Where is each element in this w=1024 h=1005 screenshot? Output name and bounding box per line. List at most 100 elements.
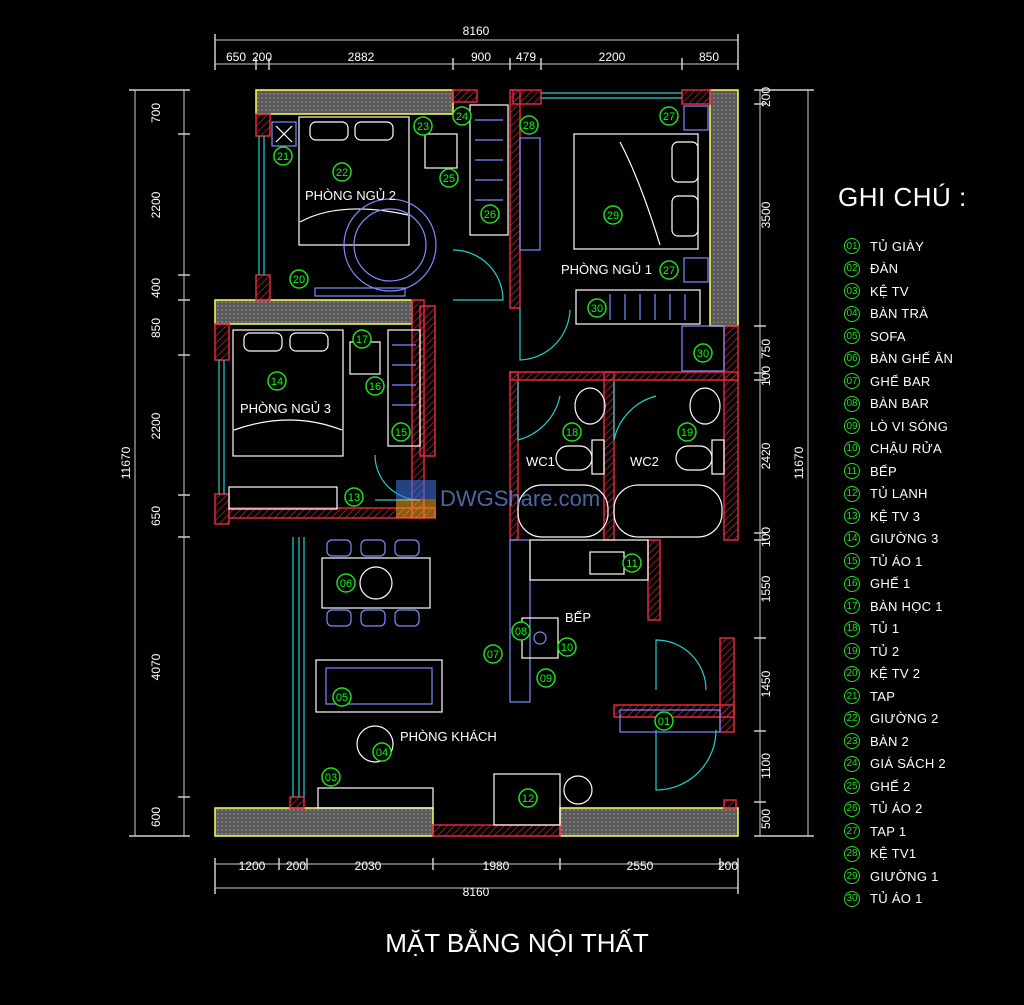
svg-text:25: 25 [443, 173, 455, 185]
legend-item: 25 GHẾ 2 [838, 775, 1018, 798]
room-label-living: PHÒNG KHÁCH [400, 729, 497, 744]
dim-bottom: 2550 [627, 859, 654, 873]
legend-item-number: 07 [844, 373, 860, 390]
outer-walls [214, 89, 739, 837]
dim-right: 1450 [759, 670, 773, 697]
legend-item-number: 01 [844, 238, 860, 255]
svg-text:17: 17 [356, 334, 368, 346]
room-label-bedroom1: PHÒNG NGỦ 1 [561, 262, 652, 277]
furniture [228, 104, 725, 826]
svg-text:09: 09 [540, 673, 552, 685]
svg-text:18: 18 [566, 427, 578, 439]
room-label-wc1: WC1 [526, 454, 555, 469]
tag-04: 04 [372, 742, 392, 762]
tag-28: 28 [519, 115, 539, 135]
legend-item-label: GIÁ SÁCH 2 [870, 756, 946, 772]
legend-item-label: SOFA [870, 328, 906, 344]
dim-top: 650 [226, 50, 246, 64]
legend-item-label: TỦ ÁO 1 [870, 553, 923, 569]
red-walls [214, 89, 739, 837]
dim-top: 2200 [599, 50, 626, 64]
tag-11: 11 [622, 553, 642, 573]
tag-05: 05 [332, 687, 352, 707]
tag-27b: 27 [659, 260, 679, 280]
svg-text:11: 11 [626, 558, 637, 570]
legend-item-label: TAP 1 [870, 823, 907, 839]
svg-text:24: 24 [456, 111, 468, 123]
svg-text:27: 27 [663, 111, 675, 123]
dim-bottom: 200 [718, 859, 738, 873]
tag-24: 24 [452, 106, 472, 126]
dim-top: 2882 [348, 50, 375, 64]
tag-10: 10 [557, 637, 577, 657]
room-label-bedroom2: PHÒNG NGỦ 2 [305, 188, 396, 203]
dim-left: 650 [149, 506, 163, 526]
dim-left-total: 11670 [119, 446, 133, 479]
dim-left: 2200 [149, 191, 163, 218]
tag-23: 23 [413, 116, 433, 136]
legend-item-number: 11 [844, 463, 860, 480]
dim-bottom-total: 8160 [463, 885, 490, 899]
legend-item-number: 17 [844, 598, 860, 615]
legend-item: 28 KỆ TV1 [838, 843, 1018, 866]
dim-right: 100 [759, 527, 773, 547]
dim-top-total: 8160 [463, 24, 490, 38]
legend-item-number: 26 [844, 800, 860, 817]
svg-text:10: 10 [561, 642, 573, 654]
tag-17: 17 [352, 329, 372, 349]
dim-right: 1550 [759, 575, 773, 602]
tag-14: 14 [267, 371, 287, 391]
svg-text:26: 26 [484, 209, 496, 221]
legend-item-number: 12 [844, 485, 860, 502]
legend-item-label: GIƯỜNG 2 [870, 711, 939, 727]
legend-item-label: GHẾ 1 [870, 576, 911, 592]
tag-08: 08 [511, 621, 531, 641]
legend-item-number: 20 [844, 665, 860, 682]
dim-left: 850 [149, 318, 163, 338]
legend-item-label: KỆ TV 2 [870, 666, 921, 682]
legend-item-number: 23 [844, 733, 860, 750]
legend-item-label: KỆ TV1 [870, 846, 917, 862]
legend-item-number: 25 [844, 778, 860, 795]
dimension-lines [134, 39, 809, 889]
tag-12: 12 [518, 788, 538, 808]
tag-20: 20 [289, 269, 309, 289]
legend-item-number: 29 [844, 868, 860, 885]
svg-text:30: 30 [591, 303, 603, 315]
dim-right: 750 [759, 339, 773, 359]
dim-top: 479 [516, 50, 536, 64]
legend-title: GHI CHÚ : [838, 182, 967, 212]
watermark-logo-icon [396, 480, 436, 518]
svg-text:06: 06 [340, 578, 352, 590]
legend-item-label: TAP [870, 688, 896, 704]
room-label-bedroom3: PHÒNG NGỦ 3 [240, 401, 331, 416]
tag-22: 22 [332, 162, 352, 182]
tag-30b: 30 [693, 343, 713, 363]
svg-text:04: 04 [376, 747, 388, 759]
tag-29: 29 [603, 205, 623, 225]
legend-item-label: GIƯỜNG 3 [870, 531, 939, 547]
legend-item-label: TỦ ÁO 1 [870, 891, 923, 907]
legend-item-label: ĐÀN [870, 261, 899, 277]
legend-item-number: 03 [844, 283, 860, 300]
legend-item-label: GHẾ 2 [870, 778, 911, 794]
tag-18: 18 [562, 422, 582, 442]
tag-03: 03 [321, 767, 341, 787]
legend-item-number: 28 [844, 845, 860, 862]
svg-text:20: 20 [293, 274, 305, 286]
